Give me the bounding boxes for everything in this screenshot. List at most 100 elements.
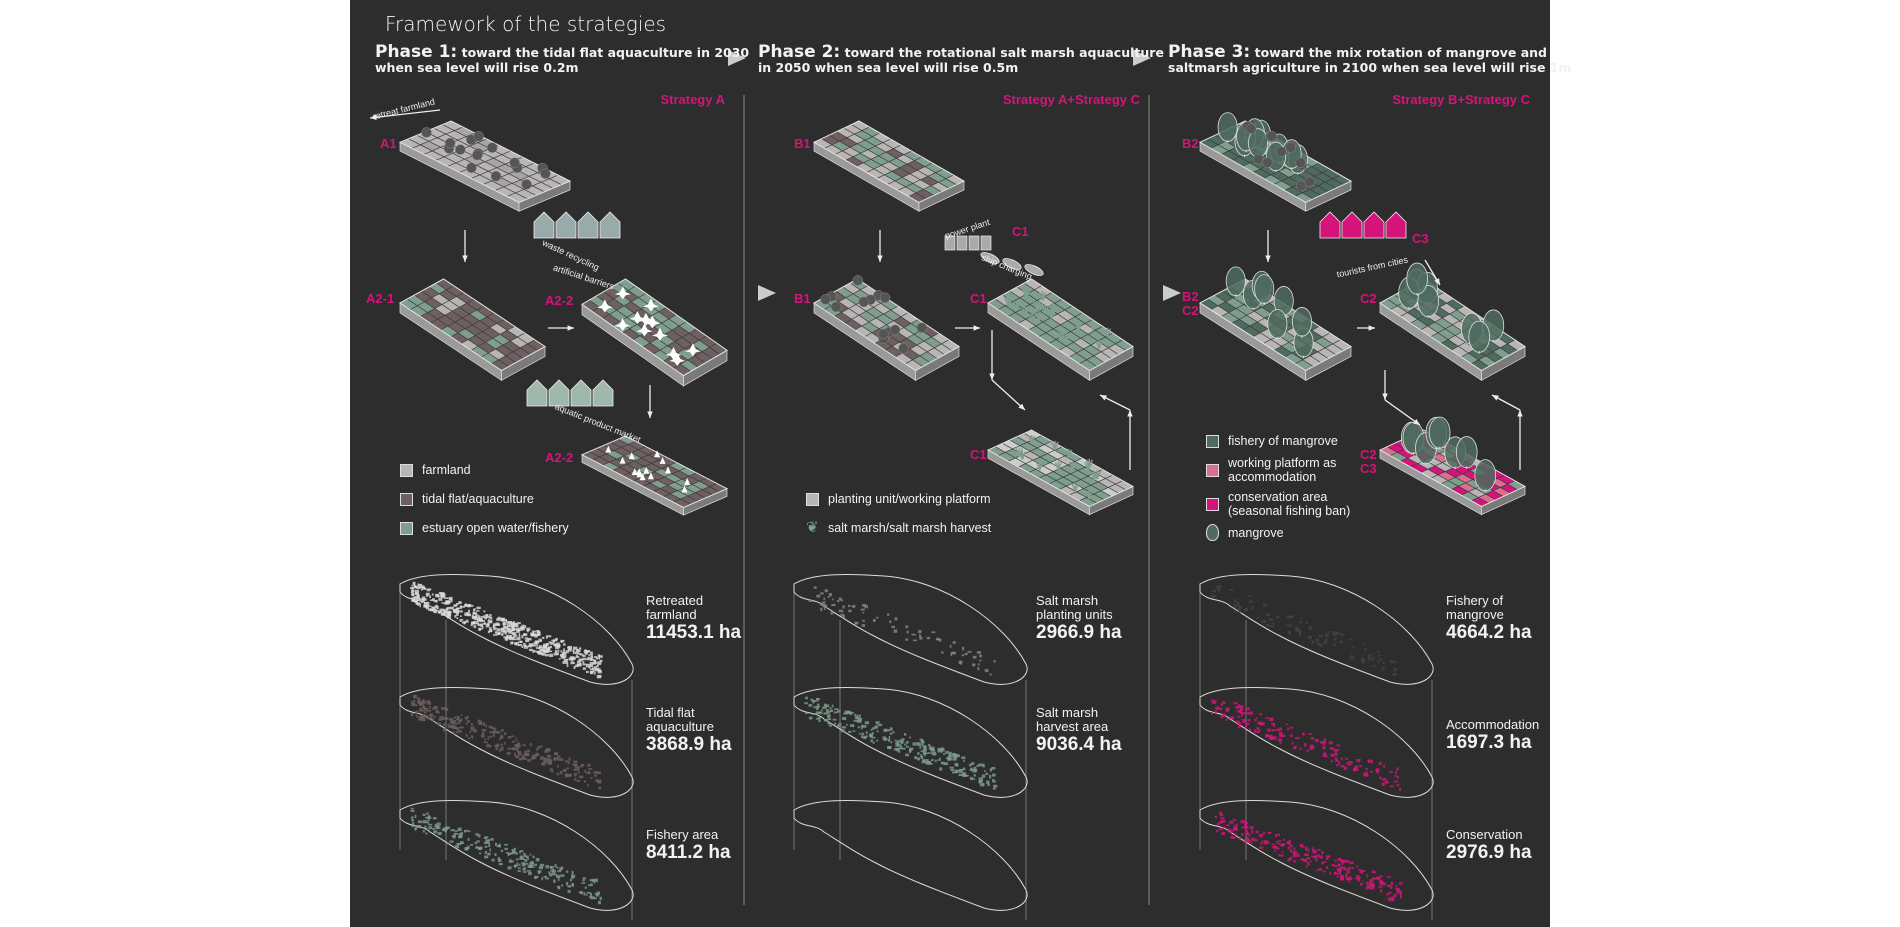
map-patch [1327,631,1330,634]
map-patch [428,713,434,717]
map-patch [982,763,985,767]
map-patch [838,722,842,727]
swatch-planting-unit [806,492,819,506]
map-patch [1339,866,1343,869]
map-patch [498,748,502,752]
map-patch [596,771,601,775]
map-patch [828,593,832,597]
slab-outline [986,429,1135,508]
map-patch [457,843,462,845]
map-patch [826,711,831,714]
tree-icon [898,343,909,354]
map-patch [536,630,541,634]
map-patch [592,670,595,673]
map-patch [1308,733,1313,735]
map-patch [582,657,587,661]
map-patch [1238,605,1242,609]
map-patch [919,746,922,749]
map-patch [1306,750,1309,752]
map-patch [523,853,527,858]
map-patch [435,826,439,830]
map-patch [494,744,499,747]
map-patch [484,845,488,848]
map-patch [544,651,549,654]
map-patch [1273,736,1277,740]
legend-label: salt marsh/salt marsh harvest [828,521,992,535]
map-patch [459,615,462,618]
map-patch [972,769,977,773]
map-patch [1378,654,1381,657]
map-patch [577,660,581,664]
map-patch [413,596,418,599]
map-patch [969,776,973,781]
map-patch [1372,877,1377,880]
map-patch [420,714,424,718]
map-patch [1352,645,1355,648]
map-patch [946,756,951,760]
map-patch [472,621,478,625]
map-patch [431,593,434,596]
map-patch [578,650,581,653]
map-patch [984,669,989,673]
tree-icon [1285,142,1297,153]
map-patch [410,591,414,594]
map-patch [467,830,471,833]
map-patch [822,601,826,604]
map-patch [514,743,518,747]
map-patch [1277,847,1280,850]
map-patch [411,819,415,822]
map-patch [936,637,940,640]
map-patch [520,855,524,858]
map-patch [1317,854,1320,858]
map-patch [496,628,501,632]
map-patch [590,651,593,655]
map-patch [557,642,560,646]
map-patch [589,664,594,668]
map-patch [872,618,876,622]
map-patch [471,735,474,739]
map-patch [422,587,427,590]
map-patch [1359,765,1362,768]
slab-outline [581,278,728,377]
map-patch [1341,862,1344,866]
map-patch [1389,898,1394,902]
map-patch [541,762,546,766]
salt-marsh-icon [1021,306,1030,316]
map-patch [813,706,817,709]
map-patch [978,663,980,666]
map-patch [417,820,423,824]
map-patch [860,608,865,611]
map-patch [921,760,926,764]
map-patch [820,607,823,612]
map-patch [573,760,578,763]
map-patch [456,716,459,720]
map-patch [954,769,958,774]
map-patch [517,643,523,647]
label-a2-2: A2-2 [545,293,574,308]
map-patch [918,629,922,634]
map-patch [1266,841,1270,844]
map-patch [419,709,425,712]
map-patch [549,759,553,762]
map-patch [872,736,876,739]
map-patch [1322,641,1327,645]
map-patch [418,715,423,720]
map-patch [1242,838,1247,841]
map-patch [1389,771,1393,774]
map-patch [1308,625,1312,628]
map-patch [911,633,916,636]
map-patch [1308,627,1313,630]
block-a1 [398,120,572,212]
map-patch [421,596,426,600]
map-patch [485,839,490,843]
map-patch [515,851,518,855]
map-patch [494,842,498,846]
map-patch [843,712,848,715]
map-patch [886,613,890,616]
map-patch [529,743,532,747]
map-patch [566,870,569,873]
map-patch [541,652,546,656]
map-patch [513,635,517,638]
map-patch [1219,707,1223,710]
map-patch [964,774,969,777]
